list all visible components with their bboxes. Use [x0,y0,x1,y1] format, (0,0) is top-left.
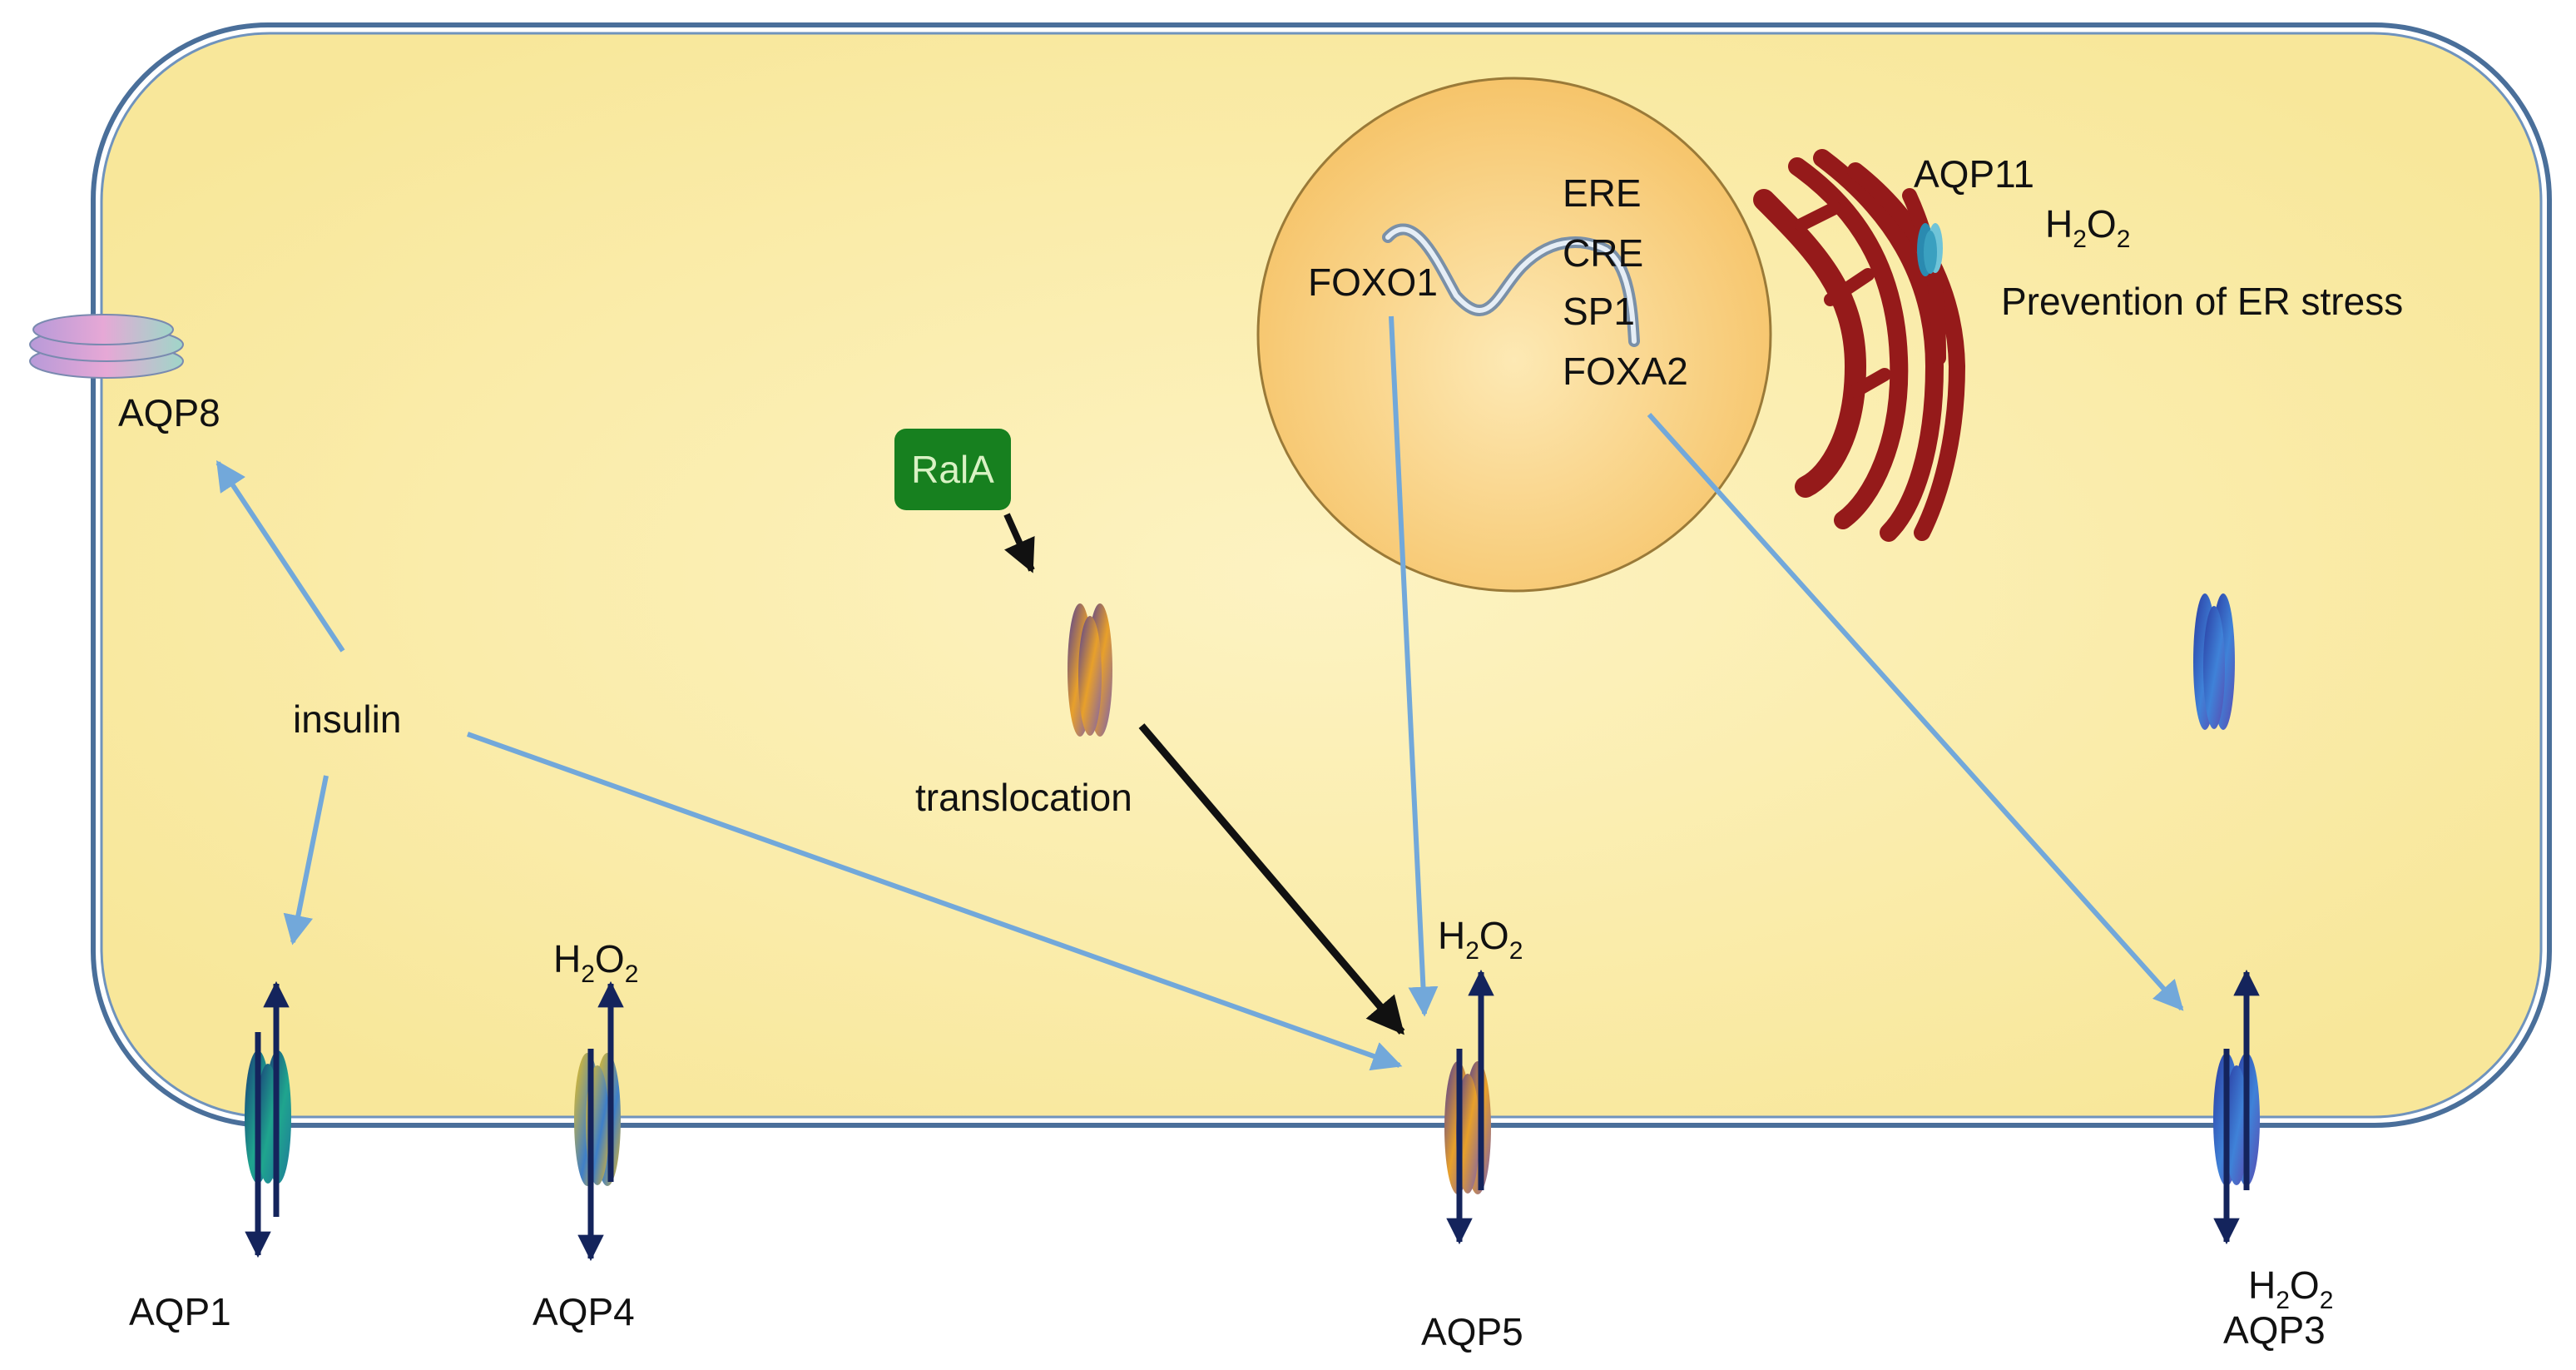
label-aqp8: AQP8 [118,391,220,434]
label-translocation: translocation [915,776,1132,819]
label-h2o2-aqp3: H2O2 [2248,1263,2333,1314]
label-rala: RalA [911,448,994,491]
endoplasmic-reticulum [1753,149,1965,542]
aqp3-channel [2213,1053,2260,1186]
arrow-insulin-to-aqp5 [466,732,1403,1071]
label-cre: CRE [1563,231,1643,275]
aqp11-channel [1917,223,1943,276]
label-er-stress: Prevention of ER stress [2001,280,2403,323]
aqp8-channel [29,314,184,379]
label-h2o2-aqp5: H2O2 [1438,914,1523,965]
aqp3-vesicle-channel [2193,593,2235,730]
label-h2o2-er: H2O2 [2045,202,2130,253]
label-aqp11: AQP11 [1914,152,2034,196]
label-h2o2-aqp4: H2O2 [553,937,638,988]
dna-strand-highlight [1385,226,1637,344]
label-aqp5: AQP5 [1421,1310,1523,1353]
arrow-rala-to-vesicle [1003,513,1035,573]
aqp1-channel [245,1050,291,1184]
nucleus [1256,77,1772,593]
aqp4-channel [574,1053,621,1186]
arrow-foxa2-to-aqp3 [1647,412,2184,1011]
label-sp1: SP1 [1563,290,1635,333]
arrow-insulin-to-aqp8 [215,460,345,653]
label-aqp1: AQP1 [129,1290,231,1333]
label-aqp3: AQP3 [2223,1308,2326,1352]
label-insulin: insulin [293,697,401,741]
arrow-translocation-to-aqp5 [1138,723,1405,1035]
label-foxo1: FOXO1 [1308,261,1438,304]
arrow-insulin-to-aqp1 [283,775,329,946]
label-foxa2: FOXA2 [1563,350,1688,393]
arrow-foxo1-to-aqp5 [1389,315,1439,1017]
rala-box [894,429,1011,510]
aqp5-channel [1444,1061,1491,1194]
aqp5-vesicle-channel [1068,603,1112,737]
label-aqp4: AQP4 [533,1290,635,1333]
label-ere: ERE [1563,171,1642,215]
cell-membrane-outer [91,22,2552,1128]
